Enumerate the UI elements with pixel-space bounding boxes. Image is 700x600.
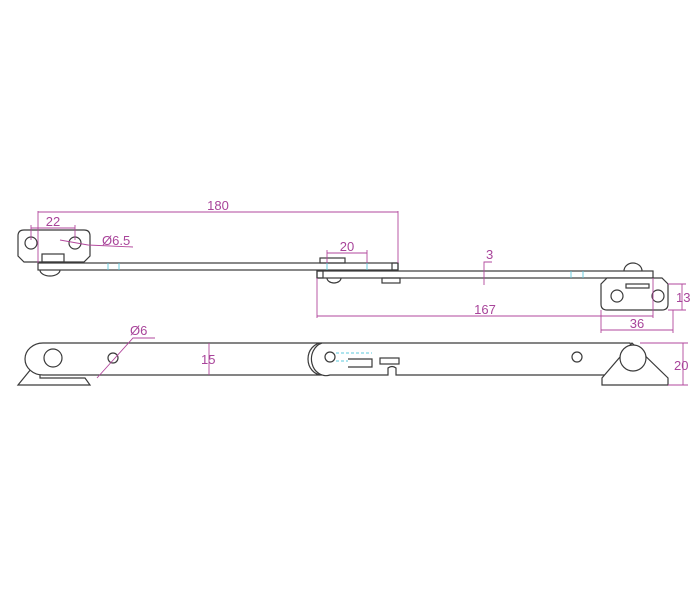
upper-arm-end [391,262,399,271]
top-dimensions: 180 22 Ø6.5 20 3 167 13 36 [30,198,690,333]
left-pivot [43,348,63,368]
dim-3: 3 [486,247,493,262]
right-pivot [619,344,647,372]
dim-22: 22 [46,214,60,229]
dim-20-side: 20 [674,358,688,373]
notch [379,357,400,365]
left-bracket-tab [41,253,65,263]
lower-arm-end [316,270,324,279]
top-view [17,229,669,311]
dim-15: 15 [201,352,215,367]
upper-arm-block [319,257,346,264]
dim-20-top: 20 [340,239,354,254]
right-bracket-tab [625,283,650,289]
dim-diameter-6-5: Ø6.5 [102,233,130,248]
right-hole [571,351,583,363]
dim-180: 180 [207,198,229,213]
left-roller [39,269,61,277]
side-view [16,342,669,386]
middle-roller [326,277,342,284]
dim-36: 36 [630,316,644,331]
slot [348,358,373,368]
lower-arm [316,270,654,279]
dim-13: 13 [676,290,690,305]
lower-arm-block [381,277,401,284]
side-arm-right [310,342,641,377]
hidden-slot [336,352,372,362]
right-bracket-hole-2 [651,289,665,303]
right-bracket-hole-1 [610,289,624,303]
left-bracket [17,229,91,263]
side-hole-6 [107,352,119,364]
middle-pivot [324,351,336,363]
side-arm-left [24,342,323,376]
dim-167: 167 [474,302,496,317]
right-roller [623,262,643,272]
dim-diameter-6: Ø6 [130,323,147,338]
upper-arm [37,262,399,271]
side-dimensions: Ø6 15 20 [96,323,688,386]
